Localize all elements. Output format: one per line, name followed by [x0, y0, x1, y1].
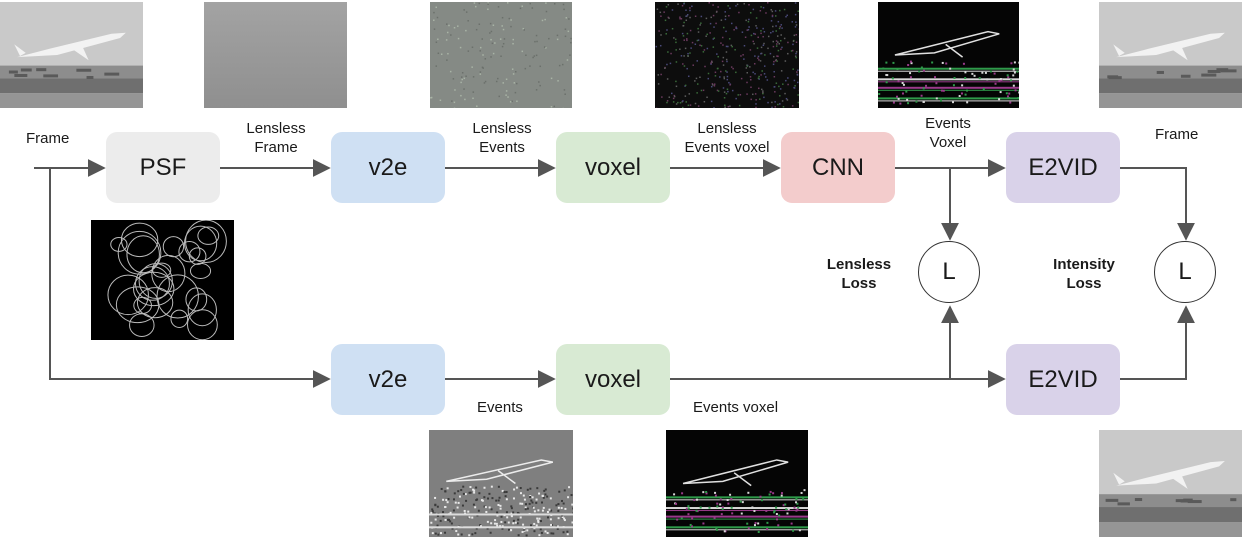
label-lensless-events-voxel-line2: Events voxel: [684, 139, 770, 156]
label-frame-in: Frame: [26, 130, 70, 147]
label-lensless-events-line1: Lensless: [472, 120, 532, 137]
label-intensity-loss: Intensity Loss: [1044, 255, 1124, 293]
label-lensless-frame: Lensless Frame: [236, 119, 316, 157]
label-lensless-events-voxel-line1: Lensless: [697, 120, 757, 137]
label-events-voxel: Events Voxel: [913, 114, 983, 152]
output-frame-image: [1099, 2, 1242, 108]
label-lensless-frame-line1: Lensless: [246, 120, 306, 137]
arrow-frame-to-v2e-bottom: [49, 168, 331, 388]
events-voxel-image: [666, 430, 808, 537]
e2vid-node-bottom: E2VID: [1006, 344, 1120, 415]
v2e-node-top: v2e: [331, 132, 445, 203]
arrow-e2vid-to-intensity-loss-bottom: [1120, 305, 1195, 380]
label-lensless-events: Lensless Events: [462, 119, 542, 157]
voxel-node-top: voxel: [556, 132, 670, 203]
cnn-node: CNN: [781, 132, 895, 203]
e2vid-node-top: E2VID: [1006, 132, 1120, 203]
lensless-frame-image: [204, 2, 347, 108]
label-lensless-loss: Lensless Loss: [818, 255, 900, 293]
label-lensless-events-line2: Events: [479, 139, 525, 156]
voxel-node-bottom: voxel: [556, 344, 670, 415]
arrow-e2vid-to-intensity-loss: [1120, 167, 1195, 241]
label-lensless-events-voxel: Lensless Events voxel: [672, 119, 782, 157]
label-frame-out: Frame: [1155, 126, 1199, 143]
psf-node: PSF: [106, 132, 220, 203]
psf-pattern-image: [91, 220, 234, 340]
label-events-voxel-line2: Voxel: [929, 134, 967, 151]
cnn-output-image: [878, 2, 1019, 108]
v2e-node-bottom: v2e: [331, 344, 445, 415]
gt-frame-image: [1099, 430, 1242, 537]
label-lensless-loss-line1: Lensless: [826, 256, 892, 273]
label-intensity-loss-line2: Loss: [1066, 275, 1102, 292]
lensless-events-image: [430, 2, 572, 108]
lensless-voxel-image: [655, 2, 799, 108]
label-lensless-loss-line2: Loss: [841, 275, 877, 292]
events-image: [429, 430, 573, 537]
lensless-loss-node: L: [918, 241, 980, 303]
intensity-loss-node: L: [1154, 241, 1216, 303]
label-events-voxel-bottom: Events voxel: [693, 399, 779, 416]
input-frame-image: [0, 2, 143, 108]
label-intensity-loss-line1: Intensity: [1053, 256, 1115, 273]
label-events: Events: [477, 399, 523, 416]
label-lensless-frame-line2: Frame: [254, 139, 298, 156]
label-events-voxel-line1: Events: [925, 115, 971, 132]
